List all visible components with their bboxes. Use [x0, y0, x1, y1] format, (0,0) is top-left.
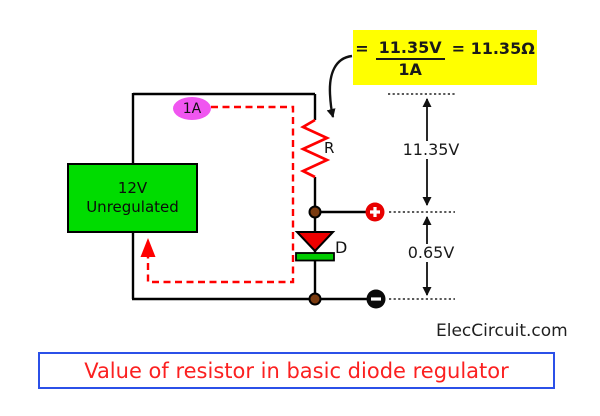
caption-box: Value of resistor in basic diode regulat… — [38, 352, 555, 389]
formula-pointer-arrow — [326, 54, 353, 118]
current-arrowhead — [140, 238, 156, 257]
plus-circle-icon — [365, 202, 385, 222]
diode-drop-label: 0.65V — [402, 244, 460, 262]
voltage-source-box: 12V Unregulated — [67, 163, 198, 233]
formula-fraction: 11.35V 1A — [375, 38, 445, 80]
junction-dot-top — [308, 205, 322, 219]
junction-dot-bottom — [308, 292, 322, 306]
formula-equals: = — [355, 39, 369, 58]
minus-circle-icon — [366, 289, 386, 309]
diode-label: D — [335, 238, 348, 257]
formula-callout: = 11.35V 1A = 11.35Ω — [353, 30, 537, 85]
resistor-symbol — [299, 118, 331, 179]
source-voltage: 12V — [117, 178, 148, 197]
diode-symbol — [294, 231, 336, 262]
resistor-label: R — [324, 139, 335, 157]
resistor-drop-label: 11.35V — [399, 141, 463, 159]
formula-denominator: 1A — [398, 60, 422, 80]
source-type: Unregulated — [86, 198, 179, 216]
reference-dotted-lines — [388, 93, 455, 300]
current-path-dashed — [146, 105, 295, 284]
formula-result: = 11.35Ω — [451, 39, 535, 58]
watermark: ElecCircuit.com — [436, 321, 568, 341]
current-badge: 1A — [173, 97, 211, 120]
formula-numerator: 11.35V — [375, 38, 445, 61]
caption-text: Value of resistor in basic diode regulat… — [84, 358, 509, 383]
